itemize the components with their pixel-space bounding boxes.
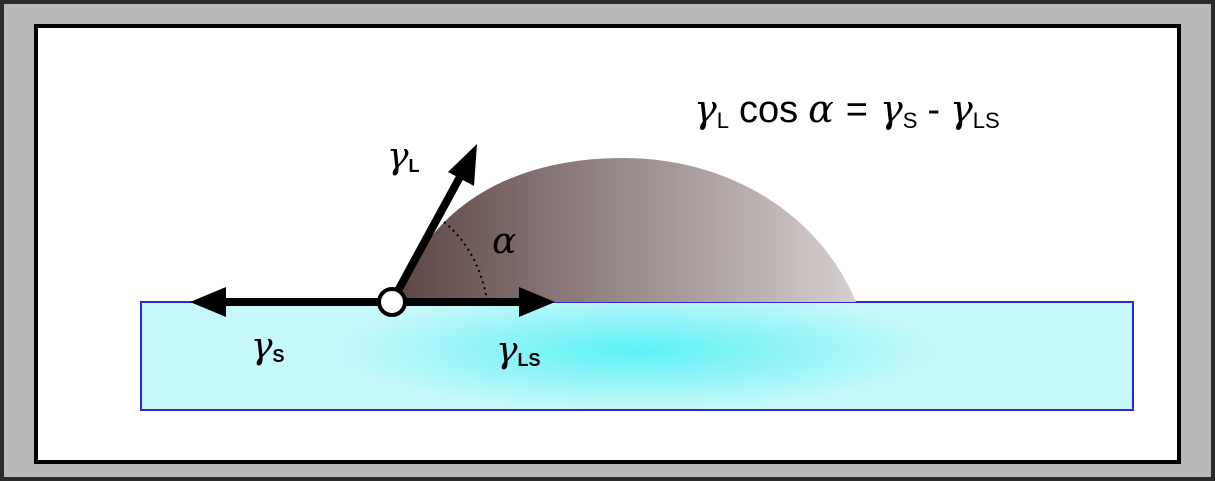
solid-substrate [140,301,1134,411]
gamma-ls-symbol: γ [496,330,518,371]
eq-gamma-ls: γ [950,87,973,131]
eq-cos: cos [739,89,798,131]
gamma-l-subscript: L [409,156,420,176]
gamma-s-label: γS [251,326,285,367]
gamma-ls-subscript: LS [518,350,541,370]
eq-equals: = [846,89,868,131]
liquid-droplet [396,158,856,302]
contact-angle-arc [443,221,488,301]
gamma-s-subscript: S [273,346,285,366]
eq-sub-s: S [903,108,918,133]
gamma-l-symbol: γ [387,136,409,177]
eq-gamma-l: γ [694,87,717,131]
gamma-l-label: γL [387,136,420,177]
gamma-ls-arrowhead [519,287,555,317]
eq-gamma-s: γ [880,87,903,131]
gamma-l-arrow-shaft [390,173,465,300]
gamma-s-arrowhead [190,287,226,317]
gamma-ls-label: γLS [496,330,541,371]
contact-point [377,287,407,317]
gamma-l-arrowhead [448,144,477,186]
eq-sub-ls: LS [973,108,1000,133]
eq-alpha: α [808,87,834,131]
eq-minus: - [927,89,940,131]
alpha-label: α [492,221,516,262]
gamma-s-symbol: γ [251,326,273,367]
eq-sub-l: L [717,108,729,133]
